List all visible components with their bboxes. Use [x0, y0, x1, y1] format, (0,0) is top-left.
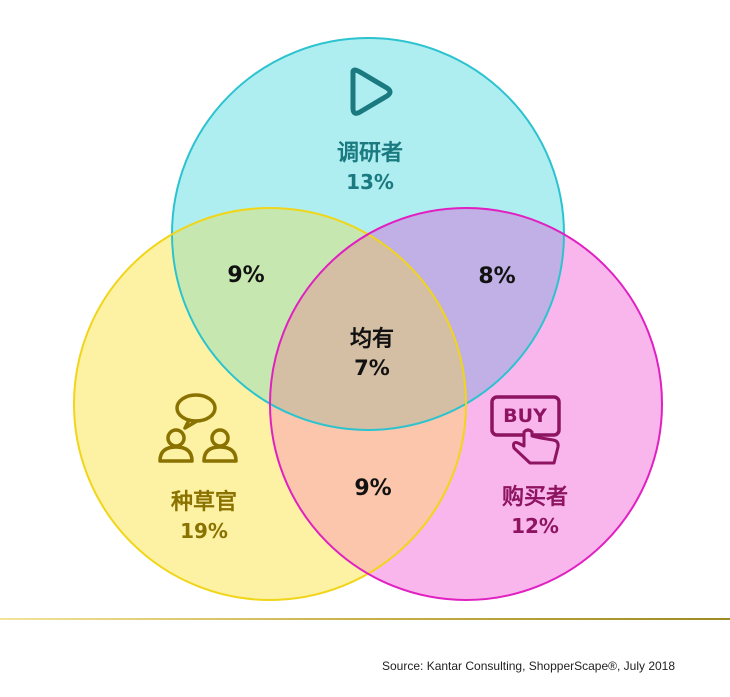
buyer-label: 购买者 — [502, 484, 568, 510]
seeder-outline — [73, 207, 467, 601]
buy-icon-text: BUY — [503, 405, 547, 427]
chatting-people-icon — [158, 393, 238, 463]
researcher-percent: 13% — [346, 170, 394, 194]
overlap-researcher-buyer-percent: 8% — [478, 264, 515, 289]
overlap-all-percent: 7% — [354, 356, 390, 380]
play-icon — [350, 67, 393, 116]
seeder-percent: 19% — [180, 519, 228, 543]
seeder-label: 种草官 — [171, 489, 237, 515]
overlap-seeder-buyer-percent: 9% — [354, 476, 391, 501]
footer-divider — [0, 618, 730, 620]
overlap-researcher-seeder-percent: 9% — [227, 263, 264, 288]
researcher-label: 调研者 — [337, 141, 403, 166]
overlap-all — [270, 208, 466, 430]
overlap-all-label: 均有 — [350, 326, 394, 352]
buy-hand-icon: BUY — [490, 395, 561, 465]
buyer-percent: 12% — [511, 514, 559, 538]
source-note: Source: Kantar Consulting, ShopperScape®… — [382, 659, 676, 673]
buyer-outline — [269, 207, 663, 601]
